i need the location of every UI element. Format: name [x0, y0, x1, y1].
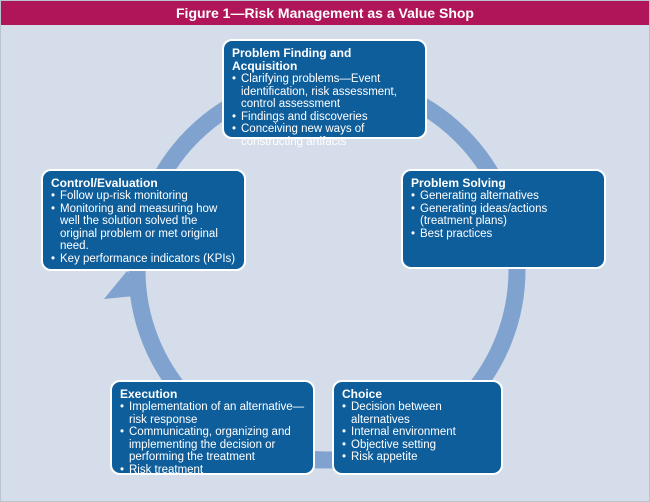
stage-item: Key performance indicators (KPIs) [51, 253, 236, 266]
stage-problem-solving: Problem Solving Generating alternatives … [401, 169, 606, 269]
stage-item: Generating ideas/actions (treatment plan… [411, 203, 596, 228]
stage-item: Risk appetite [342, 451, 493, 464]
stage-item: Decision between alternatives [342, 401, 493, 426]
stage-items: Generating alternatives Generating ideas… [411, 190, 596, 240]
stage-problem-finding: Problem Finding and Acquisition Clarifyi… [222, 39, 427, 148]
stage-item: Findings and discoveries [232, 111, 417, 124]
stage-items: Follow up-risk monitoring Monitoring and… [51, 190, 236, 266]
stage-items: Clarifying problems—Event identification… [232, 73, 417, 149]
stage-item: Objective setting [342, 439, 493, 452]
stage-items: Decision between alternatives Internal e… [342, 401, 493, 464]
stage-execution: Execution Implementation of an alternati… [110, 380, 315, 477]
stage-heading: Execution [120, 387, 178, 401]
stage-item: Clarifying problems—Event identification… [232, 73, 417, 111]
stage-item: Internal environment [342, 426, 493, 439]
stage-item: Conceiving new ways of constructing arti… [232, 123, 417, 148]
stage-heading: Choice [342, 387, 383, 401]
stage-item: Implementation of an alternative—risk re… [120, 401, 305, 426]
stage-item: Generating alternatives [411, 190, 596, 203]
stage-item: Best practices [411, 228, 596, 241]
figure-title: Figure 1—Risk Management as a Value Shop [1, 1, 649, 25]
stage-heading: Control/Evaluation [51, 176, 158, 190]
stage-item: Follow up-risk monitoring [51, 190, 236, 203]
stage-items: Implementation of an alternative—risk re… [120, 401, 305, 477]
cycle-arrowhead-icon [104, 271, 145, 299]
stage-item: Risk treatment [120, 464, 305, 477]
stage-item: Monitoring and measuring how well the so… [51, 203, 236, 253]
stage-control-evaluation: Control/Evaluation Follow up-risk monito… [41, 169, 246, 271]
stage-heading: Problem Solving [411, 176, 506, 190]
stage-heading: Problem Finding and Acquisition [232, 46, 352, 73]
stage-choice: Choice Decision between alternatives Int… [332, 380, 503, 475]
stage-item: Communicating, organizing and implementi… [120, 426, 305, 464]
